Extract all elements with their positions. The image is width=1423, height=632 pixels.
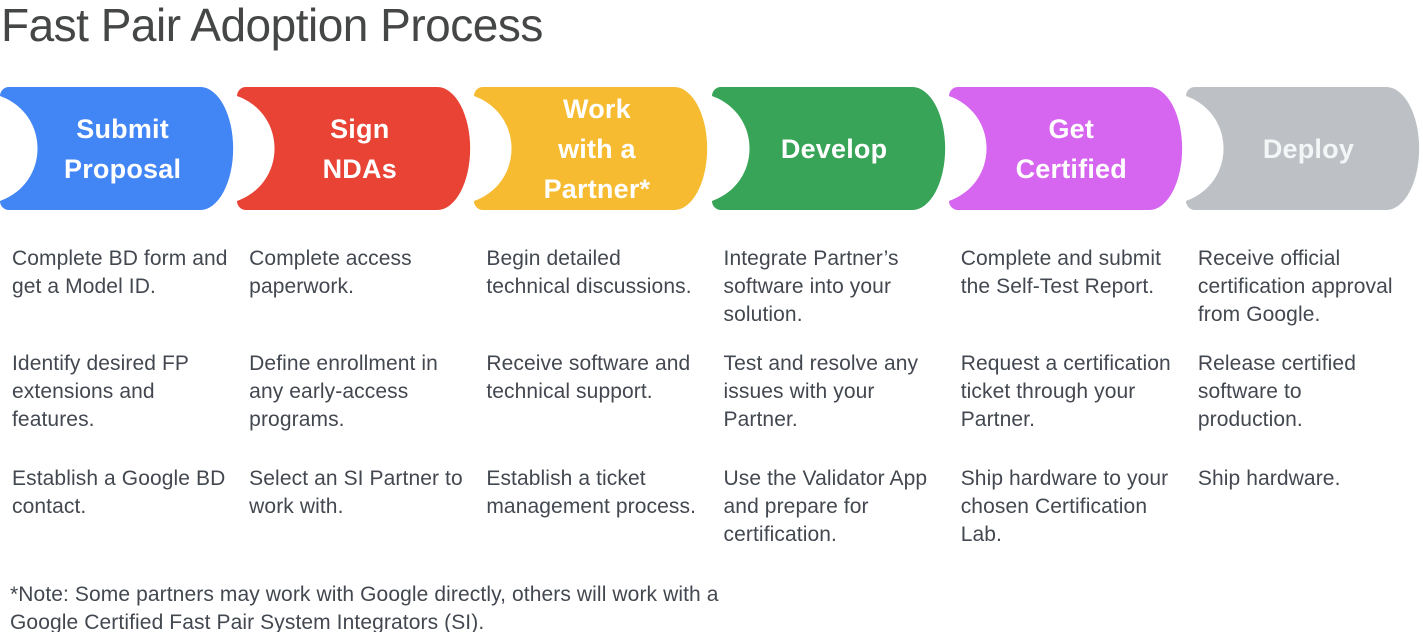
footnote: *Note: Some partners may work with Googl… bbox=[10, 583, 719, 632]
stage-pill-shape bbox=[948, 87, 1182, 210]
stage-detail-item: Ship hardware. bbox=[1197, 467, 1341, 490]
stage-pill-path bbox=[474, 87, 708, 210]
stage-work-with-a-partner: Work with a Partner* bbox=[474, 87, 711, 210]
page-title: Fast Pair Adoption Process bbox=[1, 0, 543, 51]
stage-detail-item: Establish a Google BD contact. bbox=[12, 467, 226, 518]
stage-detail-item: Establish a ticket management process. bbox=[486, 467, 697, 518]
stage-label: Submit Proposal bbox=[64, 113, 182, 184]
stage-pill-shape bbox=[474, 87, 708, 210]
stage-detail-item: Select an SI Partner to work with. bbox=[249, 467, 463, 518]
details-develop: Integrate Partner’s software into your s… bbox=[712, 245, 949, 575]
stage-pill-shape bbox=[711, 87, 945, 210]
details-work-with-a-partner: Begin detailed technical discussions. Re… bbox=[474, 245, 711, 575]
stage-detail-item: Integrate Partner’s software into your s… bbox=[723, 247, 899, 326]
stage-pill-path bbox=[1185, 87, 1420, 210]
stage-detail-item: Complete access paperwork. bbox=[249, 247, 412, 298]
stage-pill-shape bbox=[1185, 87, 1420, 210]
stage-label: Get Certified bbox=[1015, 113, 1127, 184]
stage-pill-shape bbox=[0, 87, 234, 210]
stage-deploy: Deploy bbox=[1185, 87, 1423, 210]
stage-label: Deploy bbox=[1262, 133, 1355, 164]
stage-details-grid: Complete BD form and get a Model ID. Ide… bbox=[0, 245, 1423, 575]
details-submit-proposal: Complete BD form and get a Model ID. Ide… bbox=[0, 245, 237, 575]
stage-detail-item: Define enrollment in any early-access pr… bbox=[249, 352, 438, 431]
stage-detail-item: Begin detailed technical discussions. bbox=[486, 247, 692, 298]
stage-sign-ndas: Sign NDAs bbox=[237, 87, 474, 210]
stage-detail-item: Receive software and technical support. bbox=[486, 352, 691, 403]
stage-label: Sign NDAs bbox=[322, 113, 397, 184]
stage-detail-item: Receive official certification approval … bbox=[1197, 247, 1393, 326]
details-deploy: Receive official certification approval … bbox=[1186, 245, 1423, 575]
details-sign-ndas: Complete access paperwork. Define enroll… bbox=[237, 245, 474, 575]
stage-develop: Develop bbox=[711, 87, 949, 210]
stage-pill-shape bbox=[237, 87, 471, 210]
stage-detail-item: Request a certification ticket through y… bbox=[960, 352, 1171, 431]
stage-detail-item: Use the Validator App and prepare for ce… bbox=[723, 467, 928, 546]
stage-pill-path bbox=[237, 87, 471, 210]
stage-label: Develop bbox=[780, 133, 888, 164]
stage-get-certified: Get Certified bbox=[948, 87, 1186, 210]
stage-pill-path bbox=[711, 87, 945, 210]
details-get-certified: Complete and submit the Self-Test Report… bbox=[949, 245, 1186, 575]
stage-detail-item: Release certified software to production… bbox=[1197, 352, 1356, 431]
stage-detail-item: Test and resolve any issues with your Pa… bbox=[723, 352, 919, 431]
stage-label: Work with a Partner* bbox=[543, 93, 651, 204]
stage-pill-path bbox=[0, 87, 234, 210]
stage-detail-item: Complete and submit the Self-Test Report… bbox=[960, 247, 1162, 298]
stage-detail-item: Identify desired FP extensions and featu… bbox=[12, 352, 189, 431]
stage-detail-item: Complete BD form and get a Model ID. bbox=[12, 247, 228, 298]
stage-submit-proposal: Submit Proposal bbox=[0, 87, 237, 210]
stage-pill-path bbox=[948, 87, 1182, 210]
process-stage-row: Submit Proposal Sign NDAs Work with a Pa… bbox=[0, 87, 1423, 210]
stage-detail-item: Ship hardware to your chosen Certificati… bbox=[960, 467, 1169, 546]
